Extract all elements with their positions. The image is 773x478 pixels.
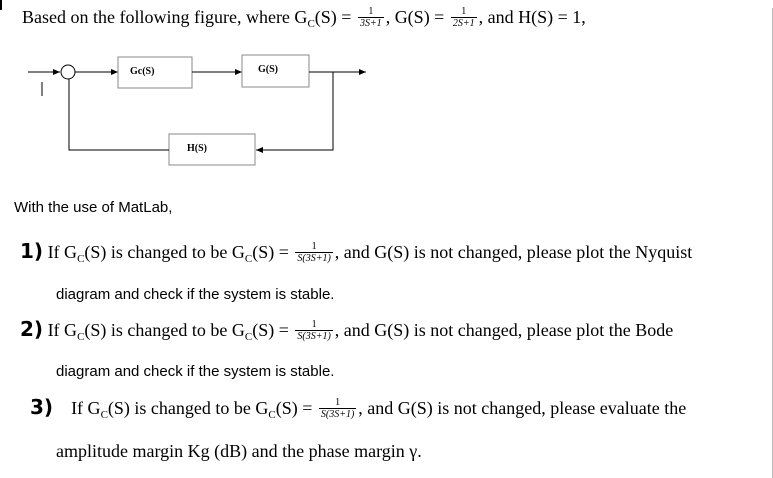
summing-junction (60, 64, 76, 80)
item-3-line2: amplitude margin Kg (dB) and the phase m… (56, 441, 422, 461)
feedback-forward-line (256, 72, 334, 153)
item-2-number: 2) (20, 317, 44, 341)
h-block (168, 133, 256, 166)
g-block (241, 54, 310, 88)
feedback-return-line (68, 79, 169, 151)
item-3-number: 3) (30, 395, 54, 419)
intro-text: With the use of MatLab, (14, 199, 173, 216)
h-block-label: H(S) (187, 143, 207, 154)
item-2-line2: diagram and check if the system is stabl… (56, 363, 335, 380)
g-block-label: G(S) (258, 64, 278, 75)
gc-block-label: Gc(S) (130, 66, 155, 77)
item-1-number: 1) (20, 239, 44, 263)
page-edge-mark (0, 0, 2, 10)
header-line: Based on the following figure, where GC(… (22, 6, 586, 30)
item-1-line2: diagram and check if the system is stabl… (56, 286, 335, 303)
